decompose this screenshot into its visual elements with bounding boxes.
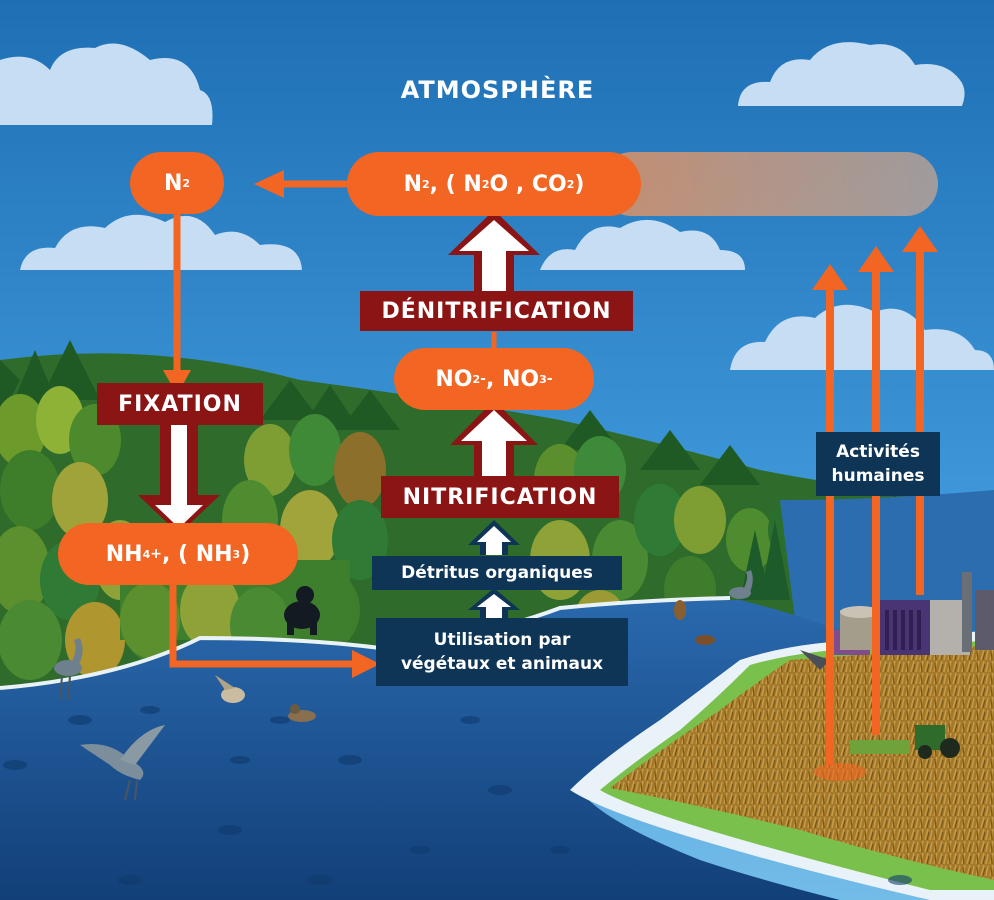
human-activities-label: Activités humaines [816,432,940,496]
utilisation-line-2: végétaux et animaux [400,654,604,674]
denitrification-label: DÉNITRIFICATION [360,291,633,331]
fixation-label: FIXATION [97,383,263,425]
bear-icon [284,586,320,635]
tractor [850,725,960,759]
emissions-haze [600,152,938,216]
human-line-2: humaines [831,466,925,486]
detritus-label: Détritus organiques [372,556,622,590]
heron-right-icon [729,570,753,599]
fish [3,706,912,885]
human-line-1: Activités [836,442,920,462]
atmosphere-title: ATMOSPHÈRE [400,76,595,104]
process-arrows [138,210,540,620]
wheat-field [610,645,994,880]
utilisation-line-1: Utilisation par [433,630,571,650]
n2-label: N [163,170,183,196]
heron-icon [54,638,83,701]
utilisation-label: Utilisation par végétaux et animaux [376,618,628,686]
clouds [0,42,994,370]
beaver-icon [674,600,715,645]
nitrification-label: NITRIFICATION [381,476,619,518]
flying-heron-icon [80,725,165,801]
flying-duck-icon [215,675,245,703]
flow-arrows [163,170,938,781]
n2-subscript: 2 [182,176,191,190]
duck-icon [288,704,316,722]
